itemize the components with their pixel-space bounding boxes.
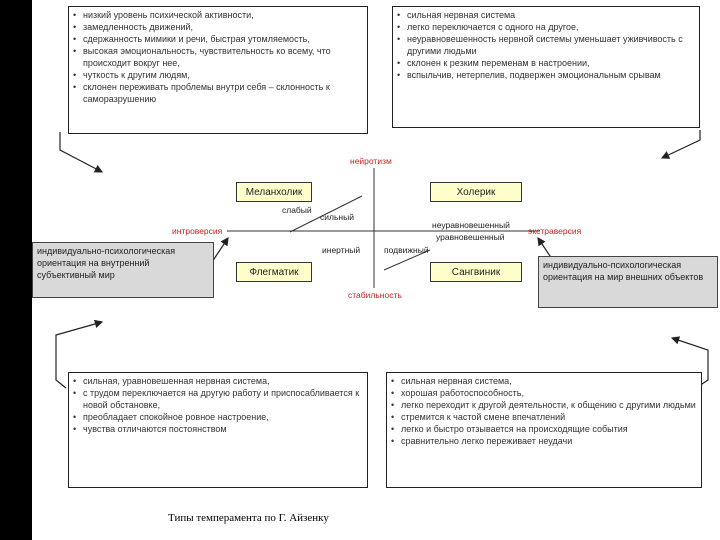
list-item: преобладает спокойное ровное настроение, bbox=[73, 411, 363, 423]
connector-top-left bbox=[59, 132, 104, 173]
axis-label-left: интроверсия bbox=[172, 226, 223, 236]
list-item: хорошая работоспособность, bbox=[391, 387, 697, 399]
choleric-traits-box: сильная нервная система легко переключае… bbox=[392, 6, 700, 128]
axis-label-top: нейротизм bbox=[350, 156, 392, 166]
connector-lines bbox=[55, 130, 709, 389]
list-item: замедленность движений, bbox=[73, 21, 363, 33]
diagonal-label-mobile: подвижный bbox=[384, 245, 429, 255]
list-item: легко переходит к другой деятельности, к… bbox=[391, 399, 697, 411]
melancholic-box: Меланхолик bbox=[236, 182, 312, 202]
side-box-left: индивидуально-психологическая ориентация… bbox=[32, 242, 214, 298]
list-item: неуравновешенность нервной системы умень… bbox=[397, 33, 695, 57]
diagonal-label-unbalanced: неуравновешенный bbox=[432, 220, 510, 230]
list-item: сильная нервная система bbox=[397, 9, 695, 21]
connector-bottom-left bbox=[55, 319, 104, 389]
diagonal-axis bbox=[289, 195, 363, 233]
sanguine-box: Сангвиник bbox=[430, 262, 522, 282]
diagonal-label-strong: сильный bbox=[320, 212, 354, 222]
diagonal-axis-2 bbox=[383, 249, 431, 271]
diagonal-label-balanced: уравновешенный bbox=[436, 232, 505, 242]
list-item: чуткость к другим людям, bbox=[73, 69, 363, 81]
list-item: стремится к частой смене впечатлений bbox=[391, 411, 697, 423]
list-item: склонен к резким переменам в настроении, bbox=[397, 57, 695, 69]
list-item: чувства отличаются постоянством bbox=[73, 423, 363, 435]
list-item: сдержанность мимики и речи, быстрая утом… bbox=[73, 33, 363, 45]
list-item: склонен переживать проблемы внутри себя … bbox=[73, 81, 363, 105]
sanguine-traits-list: сильная нервная система, хорошая работос… bbox=[391, 375, 697, 447]
choleric-box: Холерик bbox=[430, 182, 522, 202]
list-item: легко переключается с одного на другое, bbox=[397, 21, 695, 33]
list-item: сильная, уравновешенная нервная система, bbox=[73, 375, 363, 387]
list-item: сравнительно легко переживает неудачи bbox=[391, 435, 697, 447]
connector-top-right bbox=[660, 130, 701, 159]
diagram-page: низкий уровень психической активности, з… bbox=[32, 0, 720, 540]
melancholic-traits-box: низкий уровень психической активности, з… bbox=[68, 6, 368, 134]
melancholic-traits-list: низкий уровень психической активности, з… bbox=[73, 9, 363, 105]
list-item: с трудом переключается на другую работу … bbox=[73, 387, 363, 411]
diagonal-label-inert: инертный bbox=[322, 245, 361, 255]
axis-label-right: экстраверсия bbox=[528, 226, 582, 236]
list-item: сильная нервная система, bbox=[391, 375, 697, 387]
list-item: высокая эмоциональность, чувствительност… bbox=[73, 45, 363, 69]
side-box-right: индивидуально-психологическая ориентация… bbox=[538, 256, 718, 308]
diagonal-label-weak: слабый bbox=[282, 205, 312, 215]
sanguine-traits-box: сильная нервная система, хорошая работос… bbox=[386, 372, 702, 488]
choleric-traits-list: сильная нервная система легко переключае… bbox=[397, 9, 695, 81]
axis-label-bottom: стабильность bbox=[348, 290, 402, 300]
list-item: низкий уровень психической активности, bbox=[73, 9, 363, 21]
list-item: вспыльчив, нетерпелив, подвержен эмоцион… bbox=[397, 69, 695, 81]
phlegmatic-traits-box: сильная, уравновешенная нервная система,… bbox=[68, 372, 368, 488]
connector-bottom-right bbox=[670, 336, 709, 389]
connector-left-side bbox=[211, 237, 229, 263]
list-item: легко и быстро отзывается на происходящи… bbox=[391, 423, 697, 435]
figure-caption: Типы темперамента по Г. Айзенку bbox=[168, 512, 329, 524]
phlegmatic-box: Флегматик bbox=[236, 262, 312, 282]
phlegmatic-traits-list: сильная, уравновешенная нервная система,… bbox=[73, 375, 363, 435]
